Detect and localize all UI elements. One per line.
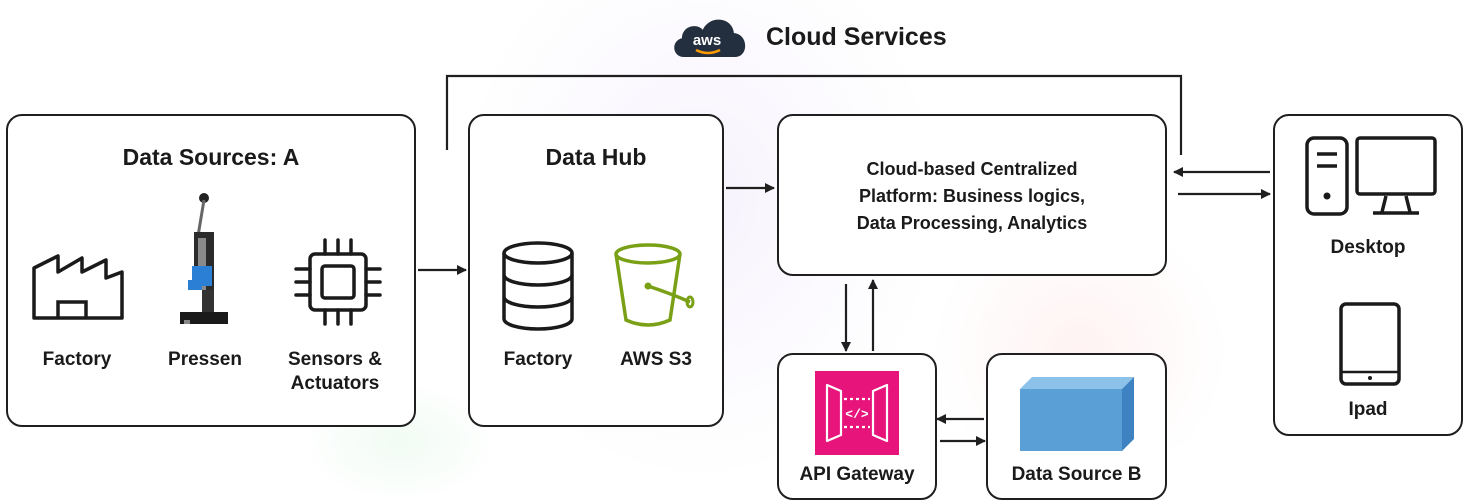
label-aws-s3: AWS S3: [620, 349, 692, 370]
label-data-source-b: Data Source B: [1011, 464, 1142, 485]
tablet-icon: [1339, 302, 1401, 386]
chip-icon: [294, 238, 382, 326]
platform-box: Cloud-based Centralized Platform: Busine…: [777, 114, 1167, 276]
data-hub-title: Data Hub: [545, 144, 647, 170]
label-ipad: Ipad: [1348, 399, 1388, 420]
header: aws Cloud Services: [674, 10, 976, 66]
bracket-line-top: [445, 74, 1183, 155]
api-gateway-icon-symbol: </>: [845, 407, 869, 422]
header-title: Cloud Services: [766, 23, 947, 51]
label-desktop: Desktop: [1330, 237, 1406, 258]
data-sources-a-title: Data Sources: A: [122, 144, 300, 170]
cube-icon: [1020, 377, 1134, 451]
label-hub-factory: Factory: [503, 349, 573, 370]
desktop-icon: [1305, 136, 1437, 216]
platform-text: Cloud-based Centralized Platform: Busine…: [856, 159, 1088, 233]
label-pressen: Pressen: [168, 349, 242, 370]
label-api-gateway: API Gateway: [799, 464, 915, 485]
data-sources-a-box: Data Sources: A Factory Pressen Sensors …: [6, 114, 416, 427]
aws-cloud-icon: aws: [674, 19, 746, 57]
factory-icon: [32, 254, 124, 320]
api-gateway-icon: </>: [815, 371, 899, 455]
data-hub-box: Data Hub Factory AWS S3: [468, 114, 724, 427]
label-factory: Factory: [42, 349, 112, 370]
press-machine-icon: [180, 193, 228, 324]
aws-logo-text: aws: [693, 32, 721, 49]
database-icon: [502, 241, 574, 331]
clients-box: Desktop Ipad: [1273, 114, 1463, 436]
api-gateway-box: </> API Gateway: [777, 353, 937, 500]
data-source-b-box: Data Source B: [986, 353, 1167, 500]
s3-bucket-icon: [614, 243, 695, 327]
label-sensors-actuators: Sensors & Actuators: [288, 349, 382, 394]
